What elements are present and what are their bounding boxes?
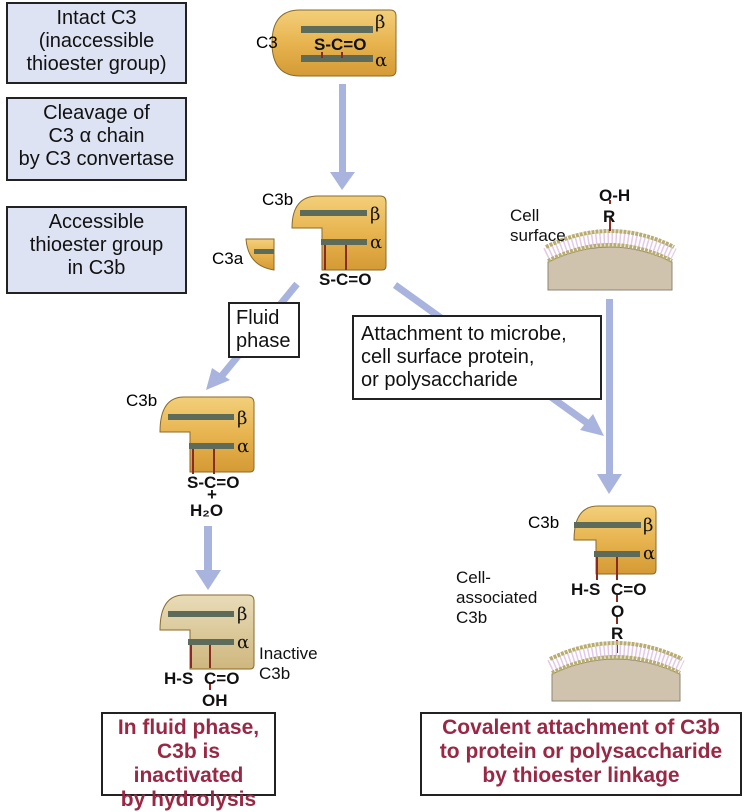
thioester-label: S-C=O xyxy=(319,270,371,289)
label-line: associated xyxy=(456,588,538,607)
step-accessible: Accessible thioester group in C3b xyxy=(6,206,187,294)
beta-label: β xyxy=(237,604,247,625)
step-line: Intact C3 xyxy=(56,7,137,29)
alpha-label: α xyxy=(643,543,655,564)
c3b-label: C3b xyxy=(528,513,559,532)
thioester-label: S-C=O xyxy=(314,35,366,54)
oh-label: OH xyxy=(202,691,228,710)
step-line: thioester group) xyxy=(26,53,167,75)
hs-label: H-S xyxy=(164,669,193,688)
r-group-label: R xyxy=(603,207,615,226)
c3a-label: C3a xyxy=(212,249,244,268)
oh-group-label: O-H xyxy=(599,186,630,205)
cell-associated-label: Cell- associated C3b xyxy=(456,568,537,628)
beta-label: β xyxy=(643,515,653,536)
attachment-box: Attachment to microbe, cell surface prot… xyxy=(352,315,602,400)
beta-label: β xyxy=(370,204,380,225)
c3b-label: C3b xyxy=(126,391,157,410)
step-line: (inaccessible xyxy=(38,30,155,52)
outcome-line: by thioester linkage xyxy=(482,764,680,787)
label-line: Cell- xyxy=(456,568,491,587)
step-intact-c3: Intact C3 (inaccessible thioester group) xyxy=(6,2,187,84)
label-line: C3b xyxy=(456,608,488,627)
fluid-phase-box: Fluid phase xyxy=(228,302,300,358)
plus-label: + xyxy=(207,485,217,504)
arrow-surface-to-attached xyxy=(597,299,622,494)
label-line: surface xyxy=(510,226,566,245)
box-line: cell surface protein, xyxy=(361,346,535,368)
box-line: phase xyxy=(236,330,291,352)
outcome-fluid-phase: In fluid phase, C3b is inactivated by hy… xyxy=(101,712,276,811)
outcome-line: by hydrolysis xyxy=(120,788,257,811)
step-line: C3 α chain xyxy=(48,125,145,147)
box-line: or polysaccharide xyxy=(361,369,518,391)
c3b-molecule-attached: β α H-S C=O O R xyxy=(571,505,657,653)
beta-label: β xyxy=(375,12,385,33)
label-line: C3b xyxy=(259,664,291,683)
alpha-label: α xyxy=(375,50,387,71)
c3b-label: C3b xyxy=(262,190,293,209)
inactive-c3b-label: Inactive C3b xyxy=(259,644,318,684)
cell-surface-top: O-H R xyxy=(543,186,677,291)
c3-molecule: S-C=O β α xyxy=(271,9,397,77)
step-line: Accessible xyxy=(48,211,145,233)
step-cleavage: Cleavage of C3 α chain by C3 convertase xyxy=(6,97,187,181)
outcome-line: Covalent attachment of C3b xyxy=(442,716,720,739)
cell-surface-label: Cell surface xyxy=(510,206,566,246)
alpha-label: α xyxy=(237,632,249,653)
r-label: R xyxy=(611,624,623,643)
label-line: Cell xyxy=(510,206,540,225)
co-label: C=O xyxy=(204,669,239,688)
beta-chain xyxy=(301,26,373,33)
alpha-label: α xyxy=(370,232,382,253)
thioester-label: S-C=O xyxy=(187,473,239,492)
cell-surface-bottom xyxy=(547,641,685,702)
outcome-line: In fluid phase, xyxy=(117,716,260,739)
c3a-fragment xyxy=(245,238,275,271)
label-line: Inactive xyxy=(259,644,318,663)
c3b-molecule-inactive: β α H-S C=O OH xyxy=(159,594,255,710)
beta-label: β xyxy=(237,408,247,429)
outcome-line: to protein or polysaccharide xyxy=(439,740,723,763)
hs-label: H-S xyxy=(571,580,600,599)
step-line: by C3 convertase xyxy=(18,148,175,170)
o-label: O xyxy=(611,602,624,621)
alpha-chain xyxy=(301,55,373,62)
co-label: C=O xyxy=(611,580,646,599)
outcome-line: C3b is inactivated xyxy=(133,740,244,787)
c3-label: C3 xyxy=(256,33,278,52)
step-line: in C3b xyxy=(67,257,126,279)
c3b-molecule-center: β α S-C=O xyxy=(291,195,387,289)
box-line: Fluid xyxy=(236,307,280,329)
step-line: thioester group xyxy=(29,234,164,256)
arrow-c3-to-c3b xyxy=(330,84,355,190)
outcome-covalent-attachment: Covalent attachment of C3b to protein or… xyxy=(420,712,742,796)
arrow-fluid-to-inactive xyxy=(195,526,221,590)
step-line: Cleavage of xyxy=(43,102,150,124)
alpha-label: α xyxy=(237,436,249,457)
water-label: H₂O xyxy=(190,501,223,520)
c3b-molecule-fluid: β α S-C=O + H₂O xyxy=(159,396,255,520)
box-line: Attachment to microbe, xyxy=(361,323,567,345)
